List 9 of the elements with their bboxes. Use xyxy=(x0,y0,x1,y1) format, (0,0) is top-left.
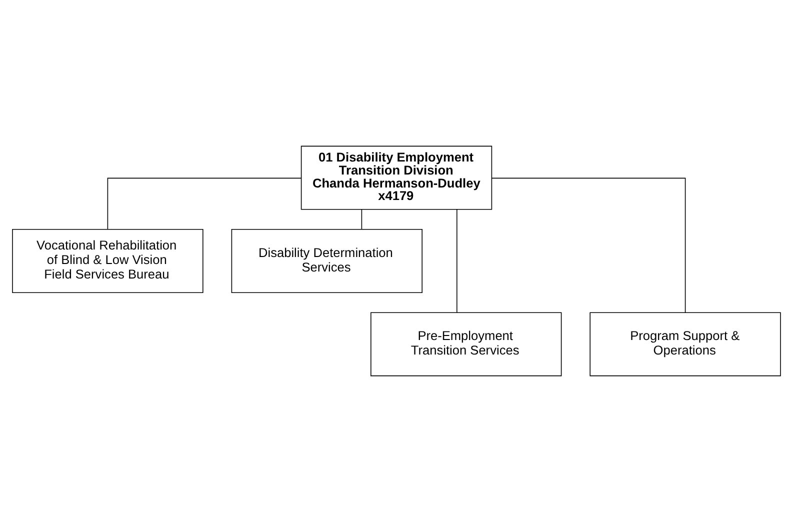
node-box: Program Support & Operations xyxy=(590,312,781,376)
connector xyxy=(107,177,302,230)
node-box: 01 Disability Employment Transition Division Chanda Hermanson-Dudley x4179 xyxy=(300,145,492,210)
connector xyxy=(361,208,362,230)
node-box: Disability Determination Services xyxy=(231,228,422,292)
connector xyxy=(456,208,458,312)
node-box: Vocational Rehabilitation of Blind & Low Vision Field Services Bureau xyxy=(12,228,204,292)
connector xyxy=(491,177,686,312)
node-box: Pre-Employment Transition Services xyxy=(370,312,562,376)
